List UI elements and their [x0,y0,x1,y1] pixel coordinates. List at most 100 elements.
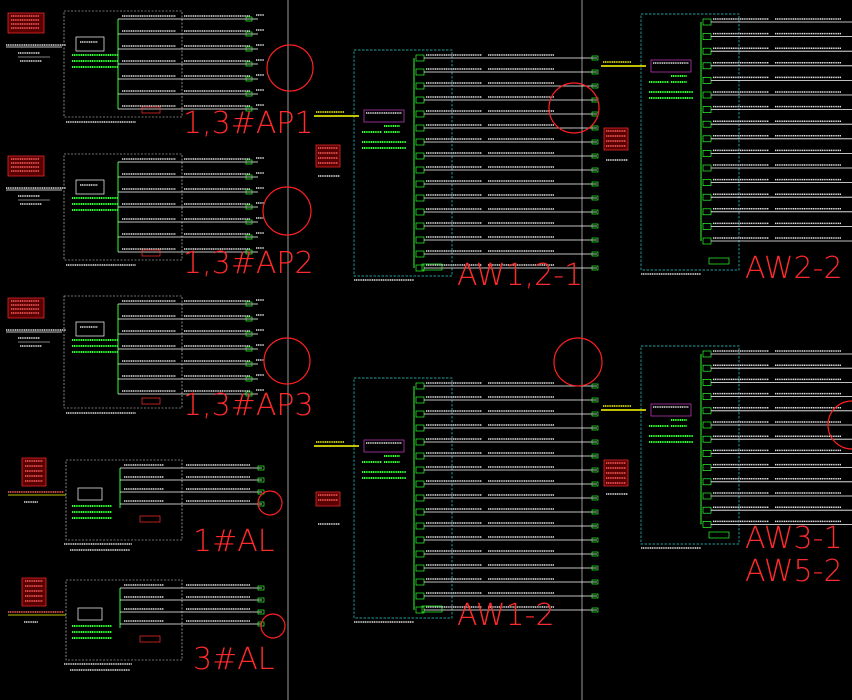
board-enclosure [65,579,183,661]
circuit-terminal [245,106,253,112]
circuit-breaker [702,150,712,157]
panel-label-aw1-2-1: AW1,2-1 [457,258,583,293]
circuit-breaker [415,424,425,432]
main-breaker [75,179,105,195]
revision-circle [263,337,311,385]
circuit-terminal [591,565,599,571]
circuit-breaker [415,180,425,188]
circuit-breaker [702,435,712,443]
circuit-terminal [591,509,599,515]
circuit-breaker [415,452,425,460]
board-enclosure [63,295,183,409]
circuit-breaker [415,110,425,118]
circuit-terminal [245,189,253,195]
circuit-breaker [415,536,425,544]
circuit-terminal [591,453,599,459]
circuit-terminal [591,411,599,417]
circuit-terminal [245,76,253,82]
circuit-terminal [591,425,599,431]
circuit-breaker [415,138,425,146]
panel-label-aw5-2: AW5-2 [745,554,843,589]
circuit-terminal [591,383,599,389]
circuit-breaker [702,18,712,26]
circuit-terminal [591,125,599,131]
circuit-terminal [245,234,253,240]
circuit-breaker [415,124,425,132]
circuit-breaker [702,521,712,528]
circuit-terminal [591,439,599,445]
spare-breaker [708,257,730,265]
main-breaker [77,487,103,501]
circuit-terminal [245,361,253,367]
diagram-group [6,10,852,671]
circuit-breaker [415,236,425,244]
circuit-terminal [257,609,265,615]
revision-circle [548,82,600,134]
circuit-breaker [702,135,712,143]
circuit-terminal [591,523,599,529]
circuit-terminal [591,181,599,187]
spare-breaker [708,531,730,539]
circuit-breaker [702,506,712,514]
panel-label-3-al: 3#AL [193,642,274,677]
circuit-breaker [702,223,712,230]
circuit-terminal [591,153,599,159]
circuit-terminal [245,174,253,180]
circuit-breaker [415,410,425,418]
circuit-breaker [702,62,712,70]
main-breaker [75,321,105,337]
revision-circle [553,337,603,387]
circuit-breaker [702,77,712,84]
panel-label-1-al: 1#AL [193,524,274,559]
circuit-breaker [415,592,425,600]
red-tag-small [141,397,161,405]
circuit-breaker [702,421,712,429]
circuit-breaker [702,237,712,245]
circuit-breaker [415,250,425,258]
circuit-breaker [415,480,425,488]
circuit-terminal [245,159,253,165]
circuit-terminal [245,31,253,37]
circuit-breaker [702,47,712,55]
circuit-terminal [245,301,253,307]
revision-circle [827,400,852,450]
circuit-breaker [702,450,712,457]
circuit-breaker [415,578,425,586]
circuit-terminal [245,16,253,22]
circuit-terminal [257,597,265,603]
circuit-terminal [257,477,265,483]
circuit-breaker [415,166,425,174]
circuit-terminal [591,593,599,599]
circuit-breaker [415,466,425,474]
circuit-breaker [415,438,425,446]
circuit-terminal [245,61,253,67]
board-enclosure [640,13,740,271]
red-tag-small [141,106,161,114]
circuit-terminal [245,346,253,352]
circuit-breaker [702,407,712,415]
board-enclosure [640,345,740,545]
circuit-breaker [415,522,425,530]
circuit-breaker [415,494,425,502]
circuit-breaker [702,33,712,40]
circuit-breaker [702,193,712,201]
circuit-terminal [245,91,253,97]
circuit-breaker [415,208,425,216]
circuit-terminal [591,55,599,61]
circuit-terminal [591,69,599,75]
circuit-breaker [415,82,425,90]
spare-breaker [421,605,443,613]
circuit-breaker [702,350,712,358]
circuit-terminal [591,607,599,613]
circuit-terminal [591,167,599,173]
panel-label-1-3-ap1: 1,3#AP1 [183,106,314,141]
circuit-terminal [591,397,599,403]
circuit-breaker [415,564,425,572]
circuit-terminal [591,139,599,145]
circuit-terminal [591,223,599,229]
device-tag [315,491,341,507]
circuit-terminal [591,237,599,243]
panel-label-aw1-2: AW1-2 [457,598,555,633]
circuit-breaker [415,68,425,76]
main-breaker [75,36,105,52]
